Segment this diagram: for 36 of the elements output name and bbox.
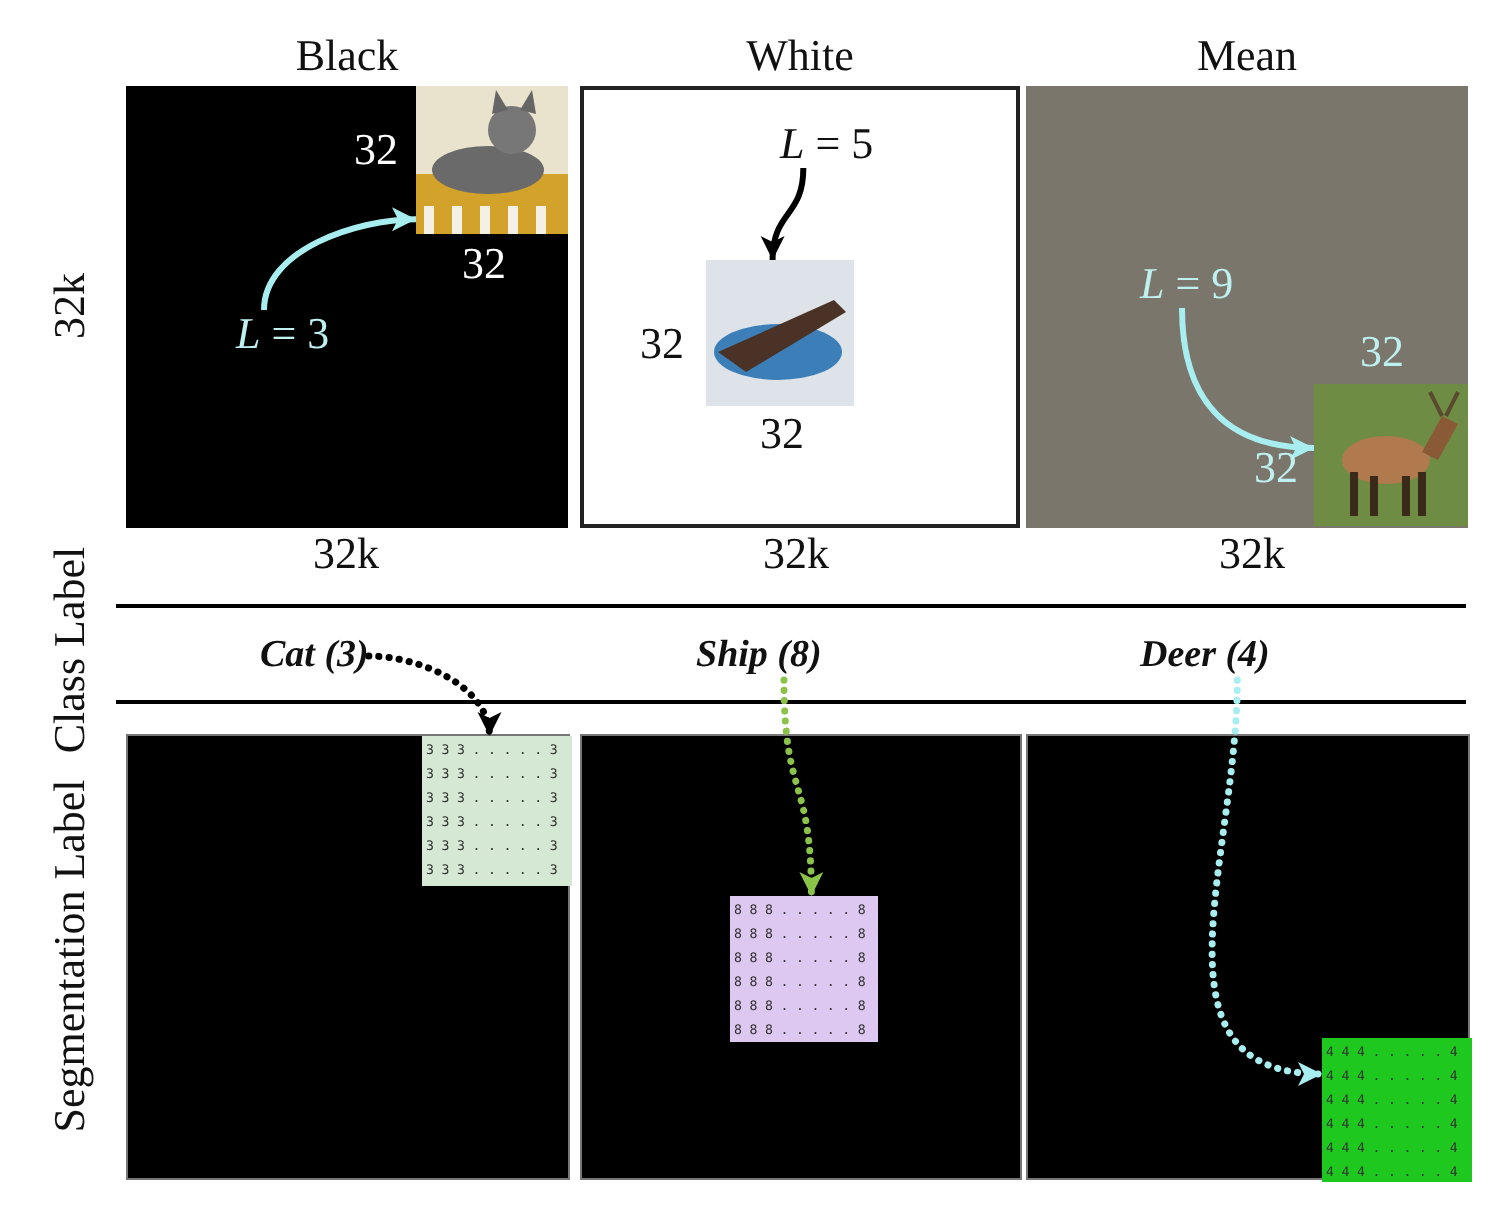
label-patch xyxy=(1322,1038,1472,1182)
label-canvas xyxy=(580,734,1022,1180)
panel-title: Black xyxy=(293,32,401,80)
label-patch xyxy=(422,736,572,886)
size-label: 32k xyxy=(763,530,829,578)
size-label: 32 xyxy=(462,240,506,288)
axis-label: Segmentation Label xyxy=(46,779,94,1133)
class-label: Ship (8) xyxy=(696,632,822,680)
dotted-arrow xyxy=(780,676,823,900)
axis-label: 32k xyxy=(46,273,94,339)
size-label: 32 xyxy=(760,410,804,458)
class-label: Cat (3) xyxy=(260,632,369,680)
label-canvas xyxy=(1026,734,1470,1180)
label-canvas xyxy=(126,734,570,1180)
size-label: 32 xyxy=(1254,444,1298,492)
size-label: 32 xyxy=(1360,328,1404,376)
panel-title: White xyxy=(744,32,856,80)
deer-picture xyxy=(1314,384,1468,526)
level-label: L = 9 xyxy=(1140,260,1234,308)
label-patch xyxy=(730,896,878,1042)
size-label: 32 xyxy=(640,320,684,368)
level-label: L = 3 xyxy=(236,310,330,358)
panel-title: Mean xyxy=(1194,32,1300,80)
cat-picture xyxy=(416,86,568,234)
size-label: 32k xyxy=(313,530,379,578)
dotted-arrow xyxy=(365,652,499,740)
level-label: L = 5 xyxy=(780,120,874,168)
axis-label: Class Label xyxy=(46,546,94,754)
ship-picture xyxy=(706,260,854,406)
curved-arrow xyxy=(1179,307,1315,459)
curved-arrow xyxy=(261,208,417,311)
size-label: 32k xyxy=(1219,530,1285,578)
dotted-arrow xyxy=(1208,676,1326,1084)
size-label: 32 xyxy=(354,126,398,174)
class-label: Deer (4) xyxy=(1140,632,1270,680)
curved-arrow xyxy=(761,167,807,261)
